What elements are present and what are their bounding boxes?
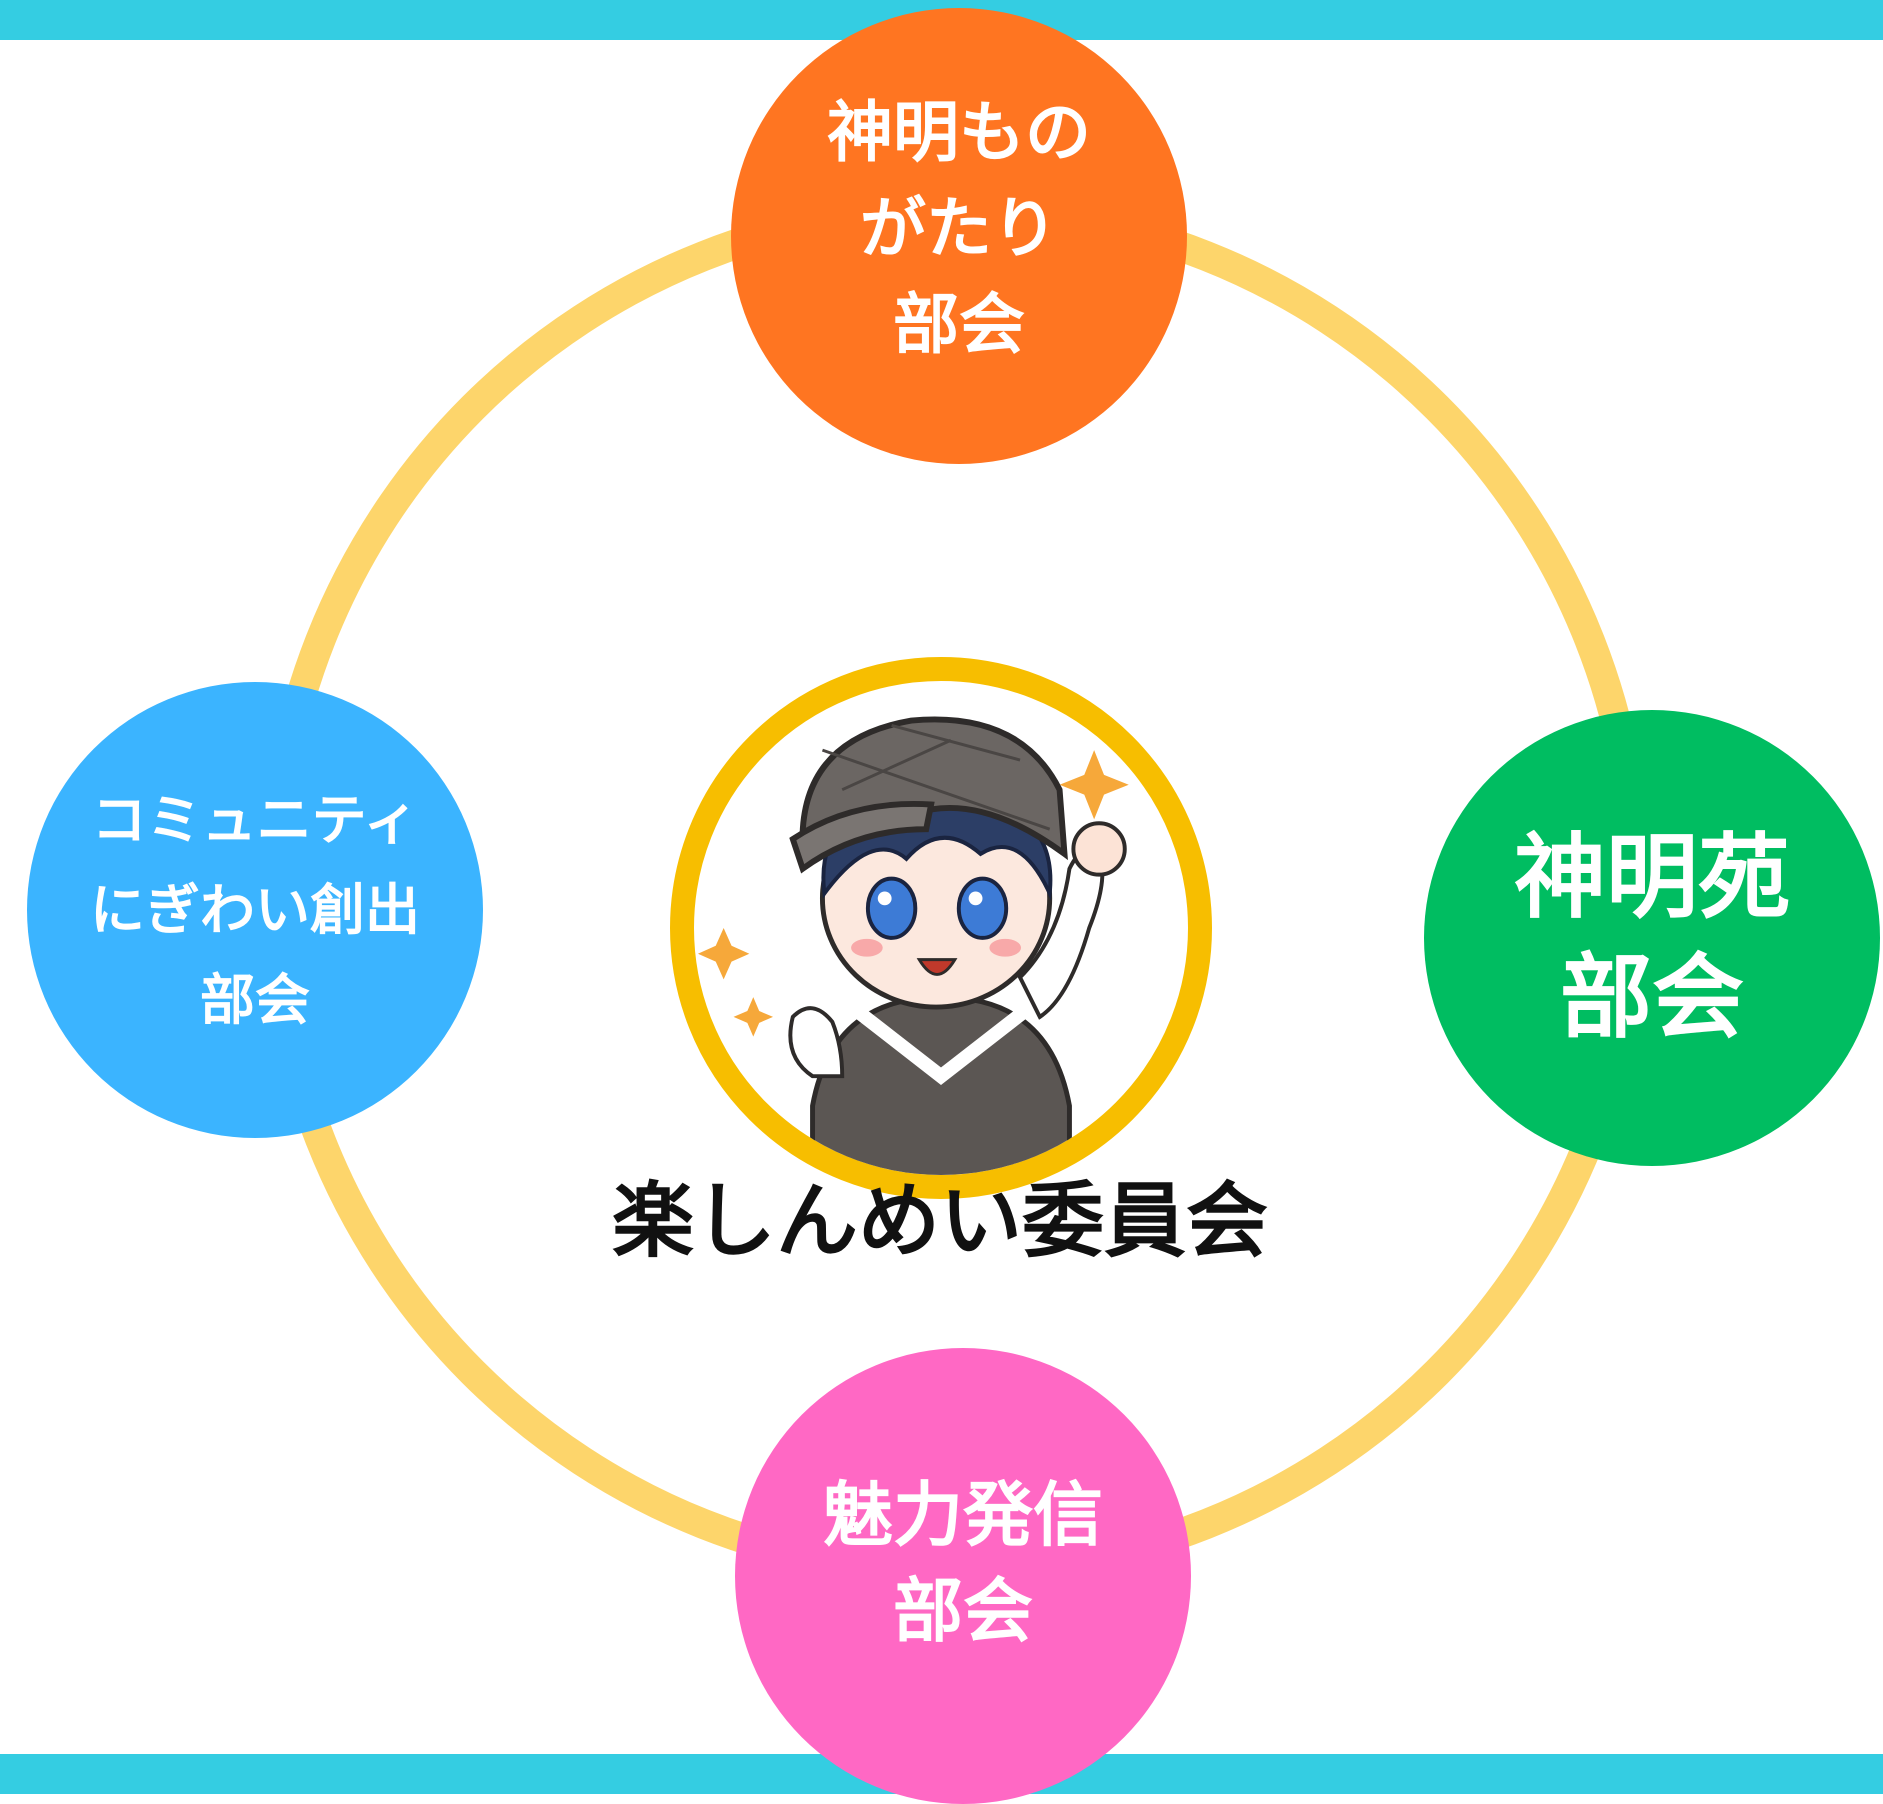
node-right-label: 神明苑 部会 <box>1513 824 1790 1051</box>
node-shinmeien[interactable]: 神明苑 部会 <box>1424 710 1880 1166</box>
node-bottom-label: 魅力発信 部会 <box>823 1474 1103 1652</box>
center-title: 楽しんめい委員会 <box>611 1174 1268 1269</box>
node-top-label: 神明もの がたり 部会 <box>827 94 1091 363</box>
node-left-label: コミュニティ にぎわい創出 部会 <box>89 788 420 1032</box>
center-badge <box>670 657 1212 1199</box>
node-shinmei-monogatari[interactable]: 神明もの がたり 部会 <box>731 8 1187 464</box>
detective-mascot-icon <box>697 716 1129 1175</box>
node-community-nigiwai[interactable]: コミュニティ にぎわい創出 部会 <box>27 682 483 1138</box>
node-miryoku-hasshin[interactable]: 魅力発信 部会 <box>735 1348 1191 1804</box>
